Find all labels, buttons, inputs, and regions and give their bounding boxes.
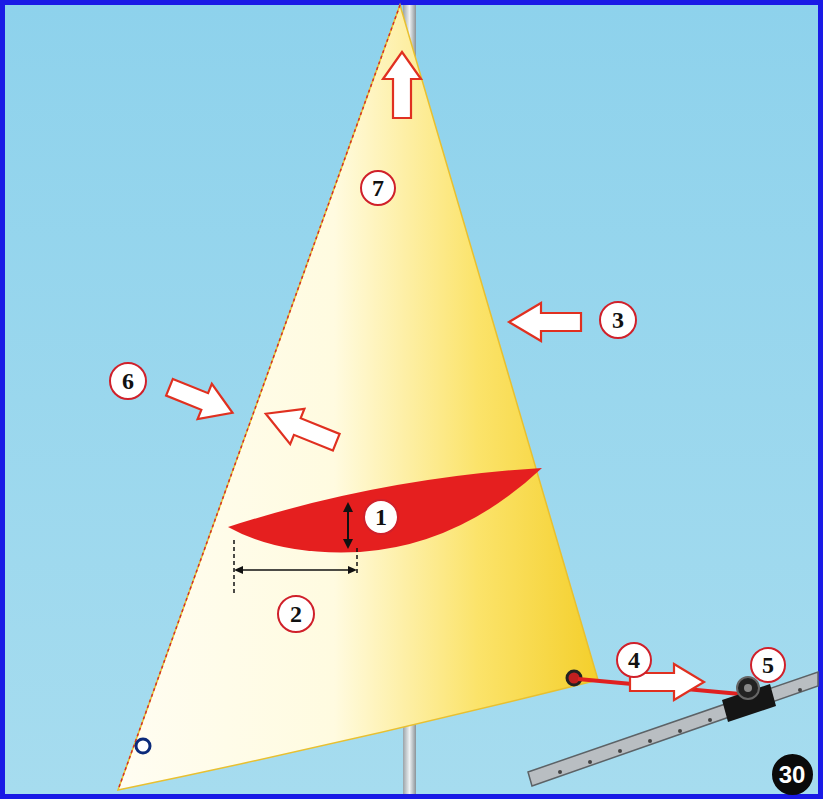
force-arrows	[162, 52, 704, 700]
sail	[118, 5, 598, 790]
sky-ground	[5, 5, 818, 794]
length-bracket	[234, 540, 357, 595]
callout-number: 30	[772, 754, 813, 795]
callout-number: 5	[750, 647, 786, 683]
luff-line	[118, 5, 400, 790]
tack-grommet	[136, 739, 150, 753]
callout-number: 3	[599, 301, 637, 339]
sheet-car	[722, 677, 776, 722]
callout-number: 7	[360, 170, 396, 206]
draft-profile	[228, 468, 542, 552]
callout-number: 1	[363, 499, 399, 535]
depth-arrow	[347, 507, 349, 544]
callout-number: 2	[277, 595, 315, 633]
callout-number: 6	[109, 362, 147, 400]
callout-number: 4	[616, 642, 652, 678]
